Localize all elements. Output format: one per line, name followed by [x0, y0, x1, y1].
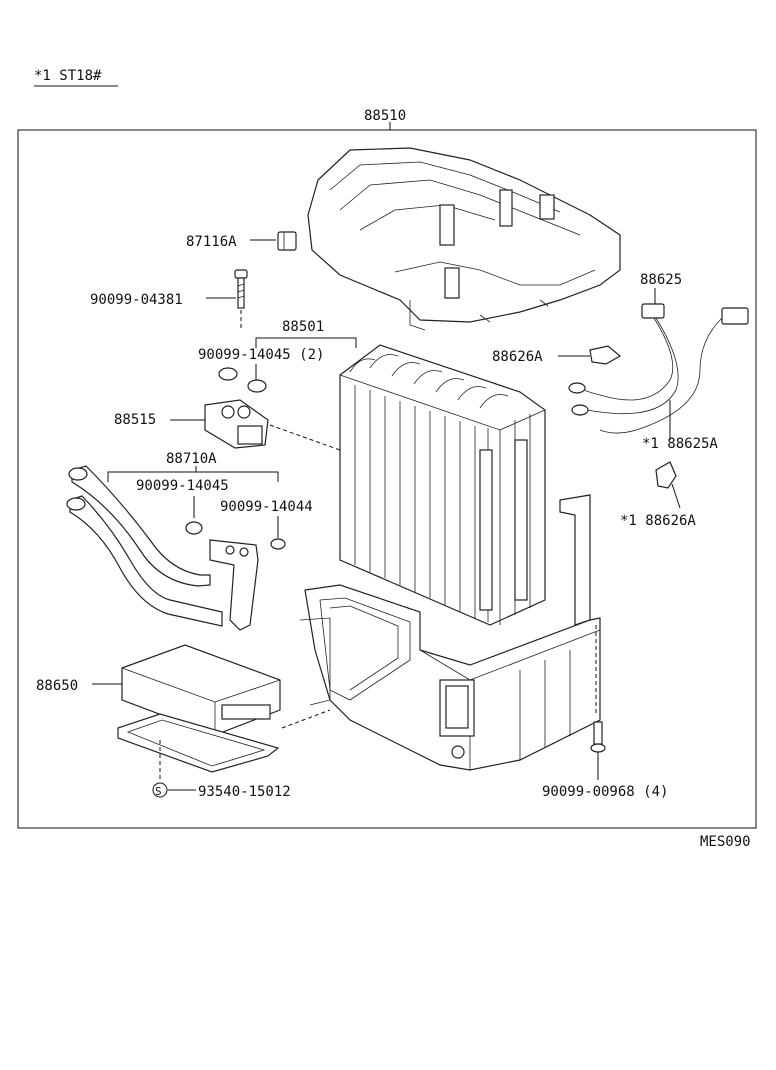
o-ring-14044	[270, 538, 286, 550]
label-88510: 88510	[364, 108, 406, 124]
clip-87116a	[277, 231, 297, 251]
header-note: *1 ST18#	[34, 68, 102, 84]
wire-harness-88625	[568, 303, 749, 434]
o-ring-right	[247, 379, 267, 393]
refrigerant-tube-88710a	[66, 465, 259, 631]
label-88710a: 88710A	[166, 451, 217, 467]
supplier-symbol-text: S	[155, 785, 162, 798]
o-ring-left	[218, 367, 238, 381]
bracket-88501	[255, 337, 357, 348]
clip-88626a	[589, 345, 622, 365]
label-88625a: *1 88625A	[642, 436, 718, 452]
amplifier-88650	[121, 644, 281, 736]
label-88626a: 88626A	[492, 349, 543, 365]
assembly-frame	[17, 129, 757, 829]
bolt-90099-04381	[234, 269, 248, 309]
label-90099-00968: 90099-00968 (4)	[542, 784, 668, 800]
supplier-symbol	[152, 782, 168, 798]
expansion-valve-88515	[204, 399, 269, 449]
label-88515: 88515	[114, 412, 156, 428]
label-88626a-star: *1 88626A	[620, 513, 696, 529]
evaporator-core-88501	[339, 344, 546, 626]
amplifier-bracket	[117, 713, 280, 773]
o-ring-14045	[185, 521, 203, 535]
dash-amp-case	[281, 709, 331, 729]
dash-valve-core	[269, 424, 341, 451]
label-88650: 88650	[36, 678, 78, 694]
bracket-88710a	[107, 471, 279, 482]
label-90099-14045: 90099-14045	[136, 478, 229, 494]
label-93540-15012: 93540-15012	[198, 784, 291, 800]
screw-90099-00968	[590, 721, 606, 753]
label-90099-14044: 90099-14044	[220, 499, 313, 515]
label-87116a: 87116A	[186, 234, 237, 250]
lower-case-housing	[299, 494, 601, 771]
label-90099-14045-2: 90099-14045 (2)	[198, 347, 324, 363]
leader-88626a-star	[671, 483, 681, 509]
label-90099-04381: 90099-04381	[90, 292, 183, 308]
label-88501: 88501	[282, 319, 324, 335]
diagram-code: MES090	[700, 834, 751, 850]
label-88625: 88625	[640, 272, 682, 288]
upper-case-housing	[307, 147, 621, 331]
clip-88626a-star	[655, 461, 677, 489]
